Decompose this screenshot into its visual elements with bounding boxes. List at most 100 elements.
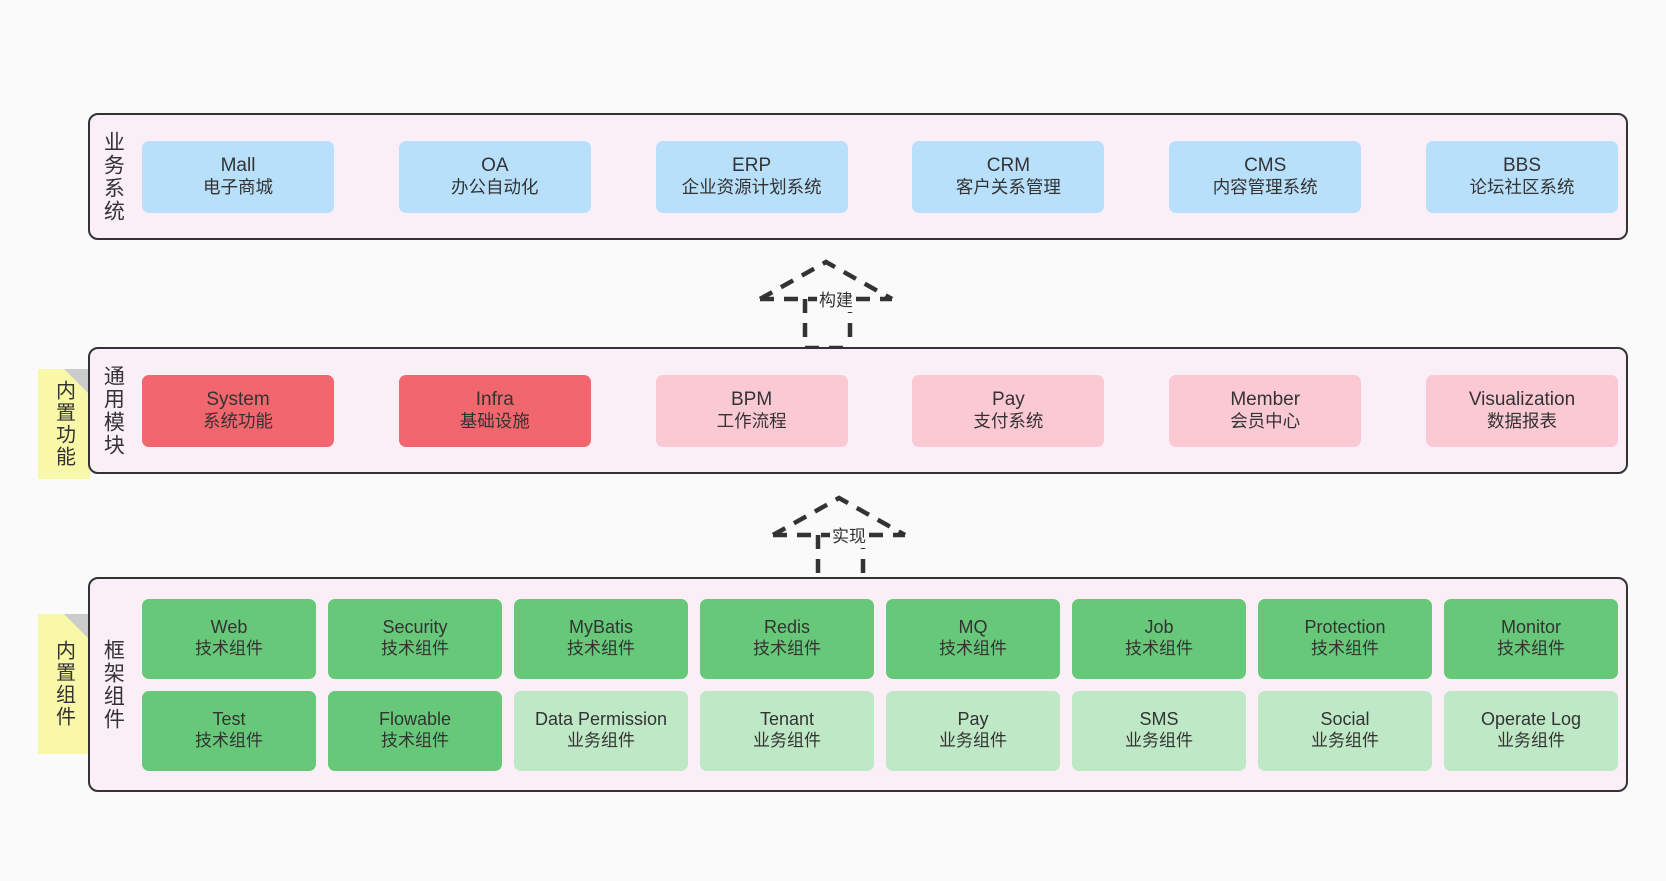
framework-component-card-pay[interactable]: Pay 业务组件 [886, 690, 1060, 771]
card-name: Web [210, 617, 248, 638]
card-desc: 内容管理系统 [1212, 177, 1318, 198]
card-desc: 数据报表 [1486, 411, 1557, 432]
sticky-note-label: 内置功能 [52, 380, 75, 468]
card-desc: 论坛社区系统 [1469, 177, 1575, 198]
connector-build: 构建 [755, 252, 925, 352]
card-desc: 会员中心 [1230, 411, 1301, 432]
card-desc: 系统功能 [203, 411, 273, 432]
framework-component-card-job[interactable]: Job 技术组件 [1072, 598, 1246, 679]
common-module-card-system[interactable]: System 系统功能 [142, 374, 334, 447]
card-name: BBS [1502, 155, 1541, 177]
common-modules-layer: 通用模块 System 系统功能 Infra 基础设施 BPM 工作流程 Pay… [88, 347, 1628, 474]
framework-component-card-flowable[interactable]: Flowable 技术组件 [328, 690, 502, 771]
card-desc: 技术组件 [195, 639, 263, 659]
card-name: Social [1320, 709, 1370, 730]
business-systems-card-list: Mall 电子商城 OA 办公自动化 ERP 企业资源计划系统 CRM 客户关系… [134, 115, 1626, 238]
framework-components-grid: Web 技术组件 Security 技术组件 MyBatis 技术组件 Redi… [134, 579, 1626, 790]
common-module-card-infra[interactable]: Infra 基础设施 [398, 374, 591, 447]
card-name: Pay [992, 389, 1025, 411]
framework-component-card-data-permission[interactable]: Data Permission 业务组件 [514, 690, 688, 771]
common-module-card-member[interactable]: Member 会员中心 [1169, 374, 1362, 447]
connector-implement-label: 实现 [830, 521, 868, 548]
common-modules-layer-title: 通用模块 [101, 364, 125, 457]
card-desc: 工作流程 [716, 411, 787, 432]
card-name: OA [481, 155, 509, 177]
card-name: Member [1230, 389, 1301, 411]
card-desc: 技术组件 [381, 639, 449, 659]
card-desc: 技术组件 [381, 731, 449, 751]
card-name: Pay [957, 709, 989, 730]
business-system-card-erp[interactable]: ERP 企业资源计划系统 [655, 140, 848, 213]
card-name: Visualization [1468, 389, 1576, 411]
card-desc: 业务组件 [1311, 731, 1379, 751]
framework-component-card-security[interactable]: Security 技术组件 [328, 598, 502, 679]
card-name: BPM [731, 389, 773, 411]
card-name: Security [382, 617, 448, 638]
card-desc: 客户关系管理 [955, 177, 1061, 198]
card-desc: 技术组件 [195, 731, 263, 751]
framework-component-card-sms[interactable]: SMS 业务组件 [1072, 690, 1246, 771]
card-name: Tenant [759, 709, 815, 730]
framework-component-card-mq[interactable]: MQ 技术组件 [886, 598, 1060, 679]
framework-component-card-social[interactable]: Social 业务组件 [1258, 690, 1432, 771]
common-module-card-pay[interactable]: Pay 支付系统 [912, 374, 1105, 447]
common-module-card-bpm[interactable]: BPM 工作流程 [655, 374, 848, 447]
card-desc: 业务组件 [753, 731, 821, 751]
note-fold-corner-icon [64, 614, 90, 640]
framework-components-layer: 框架组件 Web 技术组件 Security 技术组件 MyBatis 技术组件… [88, 577, 1628, 792]
card-name: Data Permission [534, 709, 668, 730]
framework-component-card-mybatis[interactable]: MyBatis 技术组件 [514, 598, 688, 679]
framework-component-card-operate-log[interactable]: Operate Log 业务组件 [1444, 690, 1618, 771]
card-name: System [206, 389, 270, 411]
note-fold-corner-icon [64, 369, 90, 395]
framework-component-card-test[interactable]: Test 技术组件 [142, 690, 316, 771]
card-name: CMS [1244, 155, 1287, 177]
card-name: Protection [1304, 617, 1386, 638]
business-systems-layer-title: 业务系统 [101, 130, 125, 223]
card-desc: 企业资源计划系统 [681, 177, 822, 198]
sticky-note-builtin-components: 内置组件 [38, 614, 90, 754]
card-desc: 业务组件 [567, 731, 635, 751]
card-desc: 支付系统 [973, 411, 1044, 432]
card-name: SMS [1139, 709, 1179, 730]
framework-component-card-monitor[interactable]: Monitor 技术组件 [1444, 598, 1618, 679]
business-system-card-oa[interactable]: OA 办公自动化 [398, 140, 591, 213]
card-name: MyBatis [568, 617, 633, 638]
card-name: Operate Log [1480, 709, 1582, 730]
card-desc: 技术组件 [753, 639, 821, 659]
card-desc: 技术组件 [567, 639, 635, 659]
card-desc: 业务组件 [1125, 731, 1193, 751]
card-desc: 业务组件 [939, 731, 1007, 751]
card-name: CRM [986, 155, 1031, 177]
common-modules-card-list: System 系统功能 Infra 基础设施 BPM 工作流程 Pay 支付系统… [134, 349, 1626, 472]
business-system-card-cms[interactable]: CMS 内容管理系统 [1169, 140, 1362, 213]
framework-component-card-protection[interactable]: Protection 技术组件 [1258, 598, 1432, 679]
card-desc: 技术组件 [939, 639, 1007, 659]
framework-component-card-redis[interactable]: Redis 技术组件 [700, 598, 874, 679]
framework-component-card-tenant[interactable]: Tenant 业务组件 [700, 690, 874, 771]
card-name: Flowable [378, 709, 452, 730]
card-name: Redis [763, 617, 811, 638]
sticky-note-label: 内置组件 [52, 640, 75, 728]
card-desc: 技术组件 [1497, 639, 1565, 659]
common-module-card-visualization[interactable]: Visualization 数据报表 [1425, 374, 1618, 447]
framework-components-row-business: Test 技术组件 Flowable 技术组件 Data Permission … [142, 690, 1618, 771]
framework-component-card-web[interactable]: Web 技术组件 [142, 598, 316, 679]
business-system-card-mall[interactable]: Mall 电子商城 [142, 140, 334, 213]
card-name: MQ [958, 617, 988, 638]
business-system-card-crm[interactable]: CRM 客户关系管理 [912, 140, 1105, 213]
card-desc: 技术组件 [1311, 639, 1379, 659]
card-name: Job [1144, 617, 1174, 638]
sticky-note-builtin-features: 内置功能 [38, 369, 90, 479]
framework-components-layer-title: 框架组件 [101, 638, 125, 731]
connector-build-label: 构建 [817, 285, 855, 312]
business-system-card-bbs[interactable]: BBS 论坛社区系统 [1425, 140, 1618, 213]
connector-implement: 实现 [768, 488, 938, 588]
card-desc: 办公自动化 [451, 177, 539, 198]
card-name: Monitor [1500, 617, 1562, 638]
card-desc: 业务组件 [1497, 731, 1565, 751]
card-desc: 技术组件 [1125, 639, 1193, 659]
business-systems-layer: 业务系统 Mall 电子商城 OA 办公自动化 ERP 企业资源计划系统 CRM… [88, 113, 1628, 240]
card-desc: 电子商城 [203, 177, 273, 198]
card-name: Mall [220, 155, 256, 177]
